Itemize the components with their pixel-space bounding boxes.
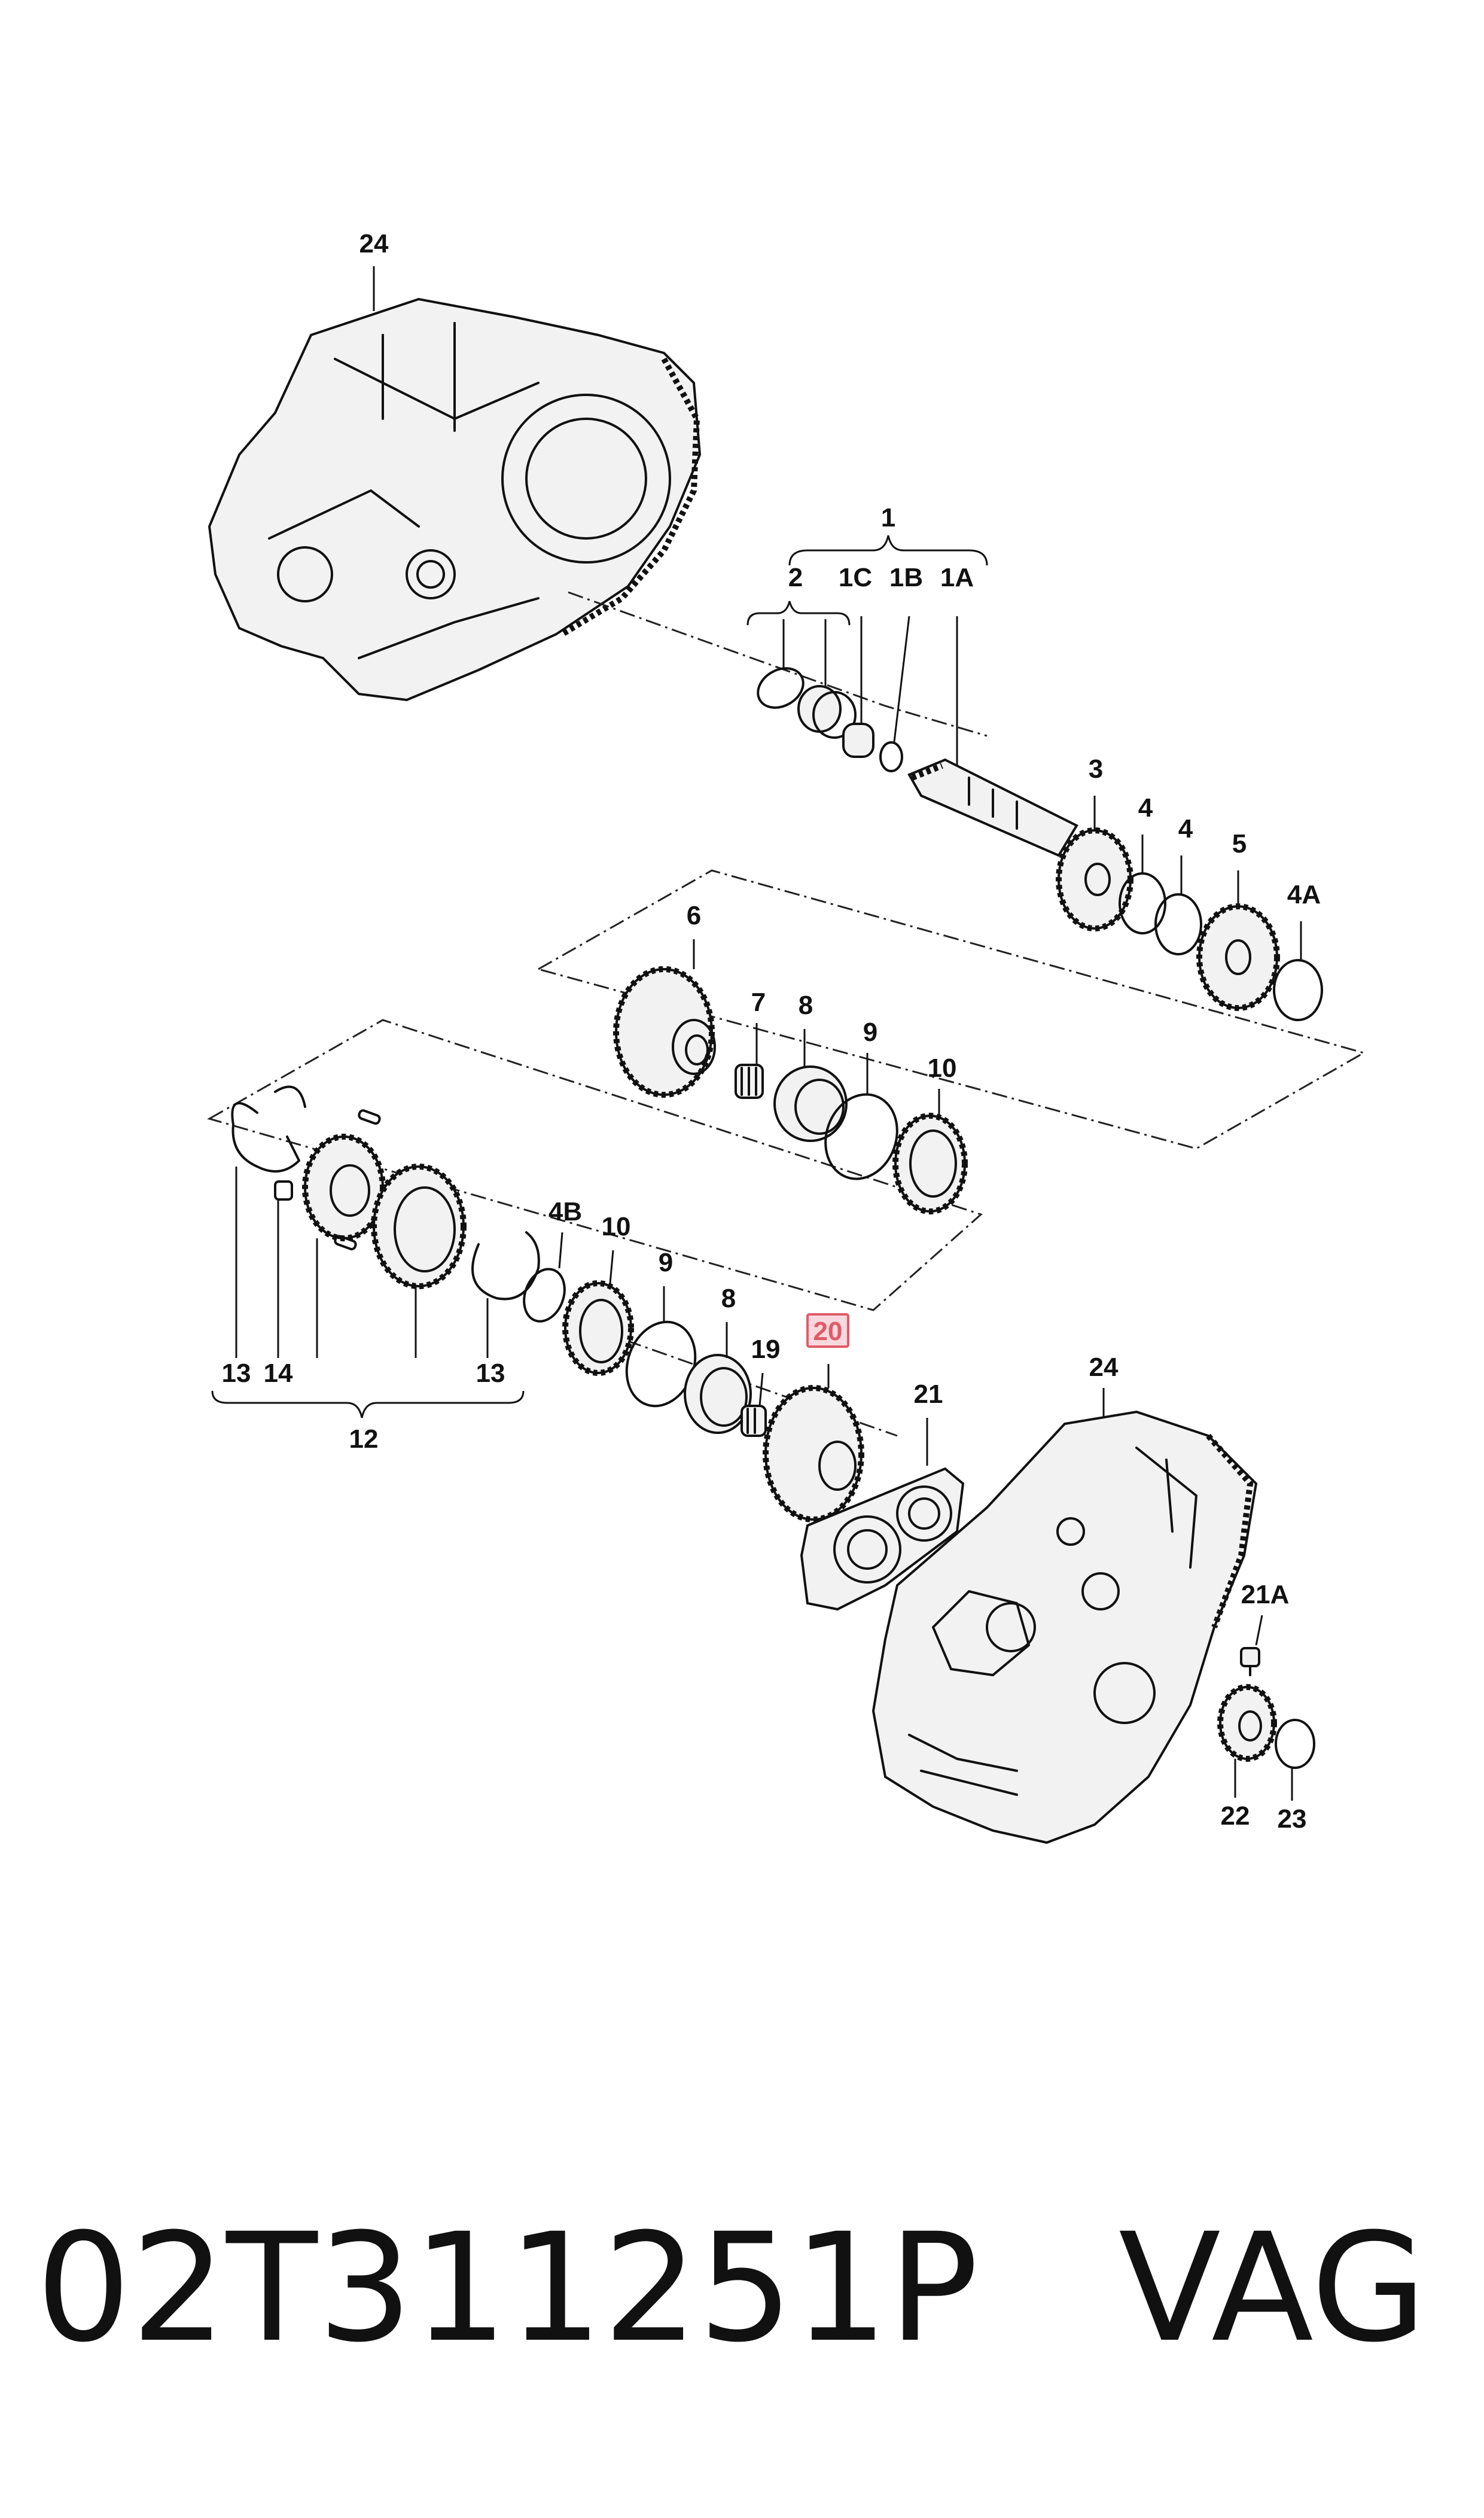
label-10-top: 10 (928, 1054, 957, 1083)
label-23: 23 (1278, 1804, 1307, 1834)
ring-4b (1154, 893, 1202, 955)
label-4A: 4A (1287, 880, 1321, 909)
label-14: 14 (264, 1359, 293, 1388)
label-4B: 4B (548, 1197, 582, 1226)
label-12: 12 (349, 1424, 379, 1454)
detent-14 (274, 1180, 293, 1201)
label-1B: 1B (889, 563, 923, 592)
ring-4B (523, 1268, 566, 1323)
housing-lower (871, 1410, 1258, 1844)
group-frame-6-10 (536, 869, 1366, 1150)
gear-3 (1056, 827, 1133, 931)
synchro-ring-10-top (892, 1113, 968, 1214)
leader-lines (373, 266, 1302, 1801)
label-22: 22 (1221, 1801, 1250, 1831)
cover-21 (800, 1467, 965, 1611)
ring-23 (1275, 1719, 1315, 1769)
label-1: 1 (881, 503, 895, 532)
label-1A: 1A (940, 563, 974, 592)
brand-caption: VAG (1119, 2201, 1427, 2375)
shaft-assembly (746, 535, 1078, 857)
gear-22 (1217, 1684, 1277, 1762)
axis-line-upper (568, 591, 988, 737)
ring-9-top (824, 1093, 898, 1180)
hub-12 (302, 1134, 386, 1241)
needle-bearing-7 (735, 1064, 764, 1099)
label-13-right: 13 (476, 1359, 505, 1388)
part-number-caption: 02T311251P (36, 2201, 979, 2375)
gear-5 (1196, 903, 1280, 1011)
label-21A: 21A (1241, 1580, 1290, 1609)
label-3: 3 (1089, 754, 1103, 784)
label-20: 20 (813, 1317, 843, 1346)
label-9-top: 9 (863, 1018, 877, 1047)
label-13-left: 13 (222, 1359, 251, 1388)
label-4-a: 4 (1138, 793, 1153, 823)
label-10-mid: 10 (602, 1212, 631, 1241)
gear-20 (763, 1385, 864, 1523)
needle-bearing-19 (741, 1405, 767, 1437)
synchronizer-hub-assembly (211, 1085, 540, 1418)
sleeve-12 (371, 1164, 467, 1289)
synchro-ring-10-mid (562, 1280, 634, 1376)
group-frame-12 (207, 1019, 983, 1311)
highlight-box-20 (806, 1313, 849, 1348)
label-7: 7 (751, 988, 766, 1017)
bolt-21A (1240, 1647, 1260, 1676)
label-19: 19 (751, 1335, 781, 1364)
gear-6 (613, 966, 716, 1098)
label-8-top: 8 (799, 991, 813, 1020)
housing-upper (208, 297, 702, 702)
ring-4A (1273, 959, 1323, 1021)
label-2: 2 (788, 563, 803, 592)
label-4-b: 4 (1178, 814, 1193, 844)
label-5: 5 (1232, 829, 1247, 858)
label-1C: 1C (839, 563, 872, 592)
synchro-8-mid (684, 1354, 752, 1434)
label-24-bottom: 24 (1089, 1353, 1119, 1382)
label-21: 21 (914, 1380, 943, 1409)
label-8-mid: 8 (721, 1284, 736, 1313)
label-24-top: 24 (359, 229, 389, 258)
label-6: 6 (687, 901, 701, 930)
synchro-8-top (773, 1065, 848, 1142)
label-9-mid: 9 (659, 1248, 673, 1277)
